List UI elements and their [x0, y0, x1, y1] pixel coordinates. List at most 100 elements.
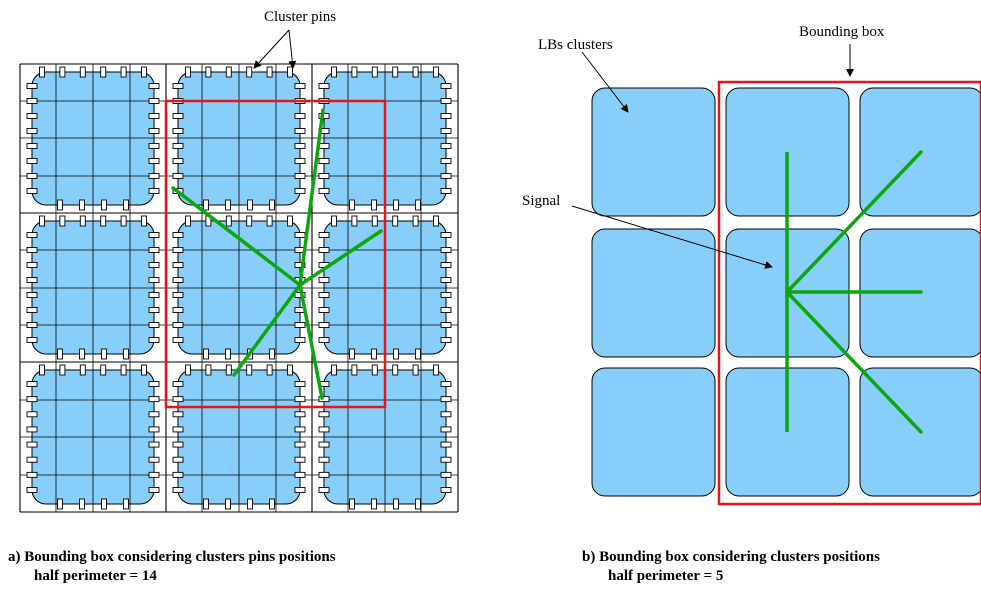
cluster-pin [26, 173, 38, 179]
cluster-pin [185, 66, 191, 78]
cluster-pin [412, 215, 419, 227]
cluster-pin [294, 441, 306, 448]
panel-a-bounding-box [164, 99, 387, 409]
cluster-pin [318, 441, 330, 448]
cluster-pin [392, 364, 399, 376]
cluster-pin [172, 456, 184, 463]
cluster-pin [123, 199, 129, 211]
cluster-pin [172, 173, 184, 179]
cluster-pin [349, 199, 355, 211]
cluster-pin [123, 348, 129, 360]
cluster-pin [318, 456, 330, 463]
cluster-pin [185, 364, 191, 376]
lbs-clusters-arrow [581, 51, 629, 113]
cluster-pin [205, 66, 212, 78]
cluster-pin [172, 487, 184, 493]
cluster-pin [318, 173, 330, 179]
panel-b-bounding-box [717, 80, 981, 506]
cluster-pin [172, 158, 184, 164]
cluster-pin [247, 498, 253, 510]
cluster-pin [393, 199, 399, 211]
cluster-pin [349, 498, 355, 510]
cluster-pin [287, 66, 293, 78]
cluster-pin [101, 498, 107, 510]
cluster-pins-label: Cluster pins [264, 9, 337, 25]
panel-a-pin-grid [19, 29, 459, 513]
cluster-pin [26, 426, 38, 433]
cluster-pin [440, 128, 452, 134]
cluster-pin [440, 456, 452, 463]
cluster-pin [172, 128, 184, 134]
cluster-pin [440, 143, 452, 149]
cluster-pin [148, 426, 160, 433]
cluster-pin [100, 215, 107, 227]
cluster-pin [287, 364, 293, 376]
lb-cluster [591, 87, 716, 217]
cluster-pin [79, 348, 85, 360]
signal-wire [232, 283, 302, 377]
cluster-pin [57, 498, 63, 510]
cluster-pin [433, 66, 439, 78]
cluster-pin [26, 83, 38, 89]
signal-arrow [571, 205, 773, 269]
lb-cluster [591, 228, 716, 358]
cluster-pin [79, 66, 86, 78]
cluster-pin [440, 307, 452, 313]
caption-b-line1: b) Bounding box considering clusters pos… [582, 549, 880, 565]
cluster-pin [440, 471, 452, 478]
cluster-pin [371, 199, 377, 211]
cluster-pin [26, 158, 38, 164]
cluster-pin [440, 158, 452, 164]
cluster-pin [141, 66, 147, 78]
cluster-pin [371, 364, 378, 376]
cluster-pin [225, 199, 231, 211]
panel-b-cluster-grid [571, 44, 981, 506]
cluster-pin [148, 173, 160, 179]
cluster-pin [59, 364, 66, 376]
cluster-pin [148, 83, 160, 89]
panel-b-signal-net [785, 150, 923, 434]
cluster-pin [266, 215, 273, 227]
cluster-pin [318, 396, 330, 403]
signal-wire [298, 283, 324, 400]
cluster-pin [203, 199, 209, 211]
cluster-pin [351, 215, 358, 227]
cluster-pin [172, 381, 184, 387]
cluster-pin [26, 128, 38, 134]
cluster-pin [294, 426, 306, 433]
cluster-pin [440, 188, 452, 194]
cluster-pin [225, 364, 232, 376]
cluster-pin [440, 173, 452, 179]
cluster-pin [26, 247, 38, 253]
caption-a-line1: a) Bounding box considering clusters pin… [8, 549, 336, 565]
cluster-pin [440, 322, 452, 328]
cluster-pin [440, 426, 452, 433]
cluster-pin [141, 215, 147, 227]
cluster-pin [393, 498, 399, 510]
cluster-pin [349, 348, 355, 360]
cluster-pin [148, 98, 160, 104]
cluster-pin [172, 113, 184, 119]
cluster-pin [318, 337, 330, 343]
cluster-pin [266, 364, 273, 376]
cluster-pin [172, 411, 184, 418]
cluster-pin [148, 487, 160, 493]
cluster-pin [39, 66, 45, 78]
caption-b: b) Bounding box considering clusters pos… [582, 548, 880, 586]
cluster-pin [318, 143, 330, 149]
cluster-pin [247, 199, 253, 211]
cluster-pin [26, 277, 38, 283]
cluster-pin [172, 247, 184, 253]
cluster-pin [440, 83, 452, 89]
cluster-pin [287, 215, 293, 227]
cluster-pin [57, 348, 63, 360]
cluster-pin [148, 322, 160, 328]
cluster-pin [26, 98, 38, 104]
signal-label: Signal [522, 193, 561, 209]
cluster-pin [101, 199, 107, 211]
cluster-pin [371, 66, 378, 78]
cluster-pin [148, 441, 160, 448]
cluster-pin [120, 66, 127, 78]
cluster-pin [318, 322, 330, 328]
lbs-clusters-label: LBs clusters [538, 37, 613, 53]
